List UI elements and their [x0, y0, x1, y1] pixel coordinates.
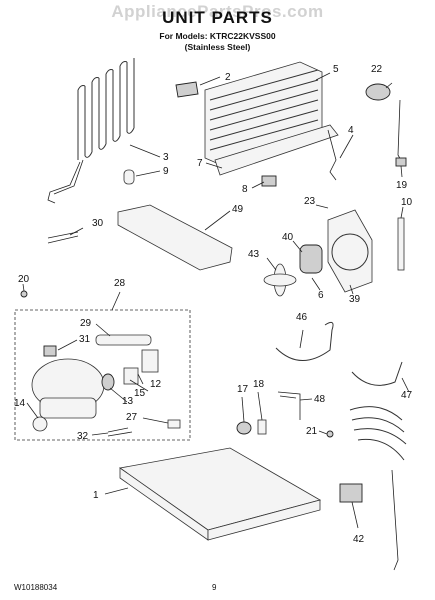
callout-15: 15	[134, 388, 146, 399]
callout-30: 30	[92, 218, 104, 229]
fan-motor	[299, 244, 323, 274]
callout-3: 3	[163, 152, 169, 163]
callout-14: 14	[14, 398, 26, 409]
fan-shroud	[327, 209, 373, 293]
callout-27: 27	[126, 412, 138, 423]
callout-4: 4	[348, 125, 354, 136]
watermark: AppliancePartsPros.com	[111, 2, 324, 21]
callout-43: 43	[248, 249, 260, 260]
callout-23: 23	[304, 196, 316, 207]
sensor-wire	[327, 129, 337, 181]
callout-39: 39	[349, 294, 361, 305]
bolt	[257, 419, 267, 435]
ground-screw	[326, 430, 334, 438]
drain-tray	[117, 204, 233, 271]
callout-13: 13	[122, 396, 134, 407]
page-title: UNIT PARTS	[162, 8, 273, 27]
callout-21: 21	[306, 426, 318, 437]
callout-42: 42	[353, 534, 365, 545]
screw	[20, 290, 28, 298]
callout-12: 12	[150, 379, 162, 390]
finish-line: (Stainless Steel)	[184, 42, 251, 52]
callout-18: 18	[253, 379, 265, 390]
bracket	[277, 391, 301, 420]
insulated-tube	[397, 217, 405, 271]
tubing	[351, 361, 403, 386]
overload	[141, 349, 159, 373]
callout-5: 5	[333, 64, 339, 75]
mount-grommet	[32, 416, 48, 432]
harness-plug	[339, 483, 363, 503]
drain-hose	[275, 321, 334, 361]
callout-28: 28	[114, 278, 126, 289]
callout-48: 48	[314, 394, 326, 405]
clip	[261, 175, 277, 187]
callout-31: 31	[79, 334, 91, 345]
jumper-wire	[107, 427, 133, 437]
callout-47: 47	[401, 390, 413, 401]
doc-number: W10188034	[14, 583, 58, 592]
callout-9: 9	[163, 166, 169, 177]
callout-46: 46	[296, 312, 308, 323]
callout-7: 7	[197, 158, 203, 169]
cap	[365, 83, 391, 101]
callout-2: 2	[225, 72, 231, 83]
fan-blade	[263, 263, 297, 297]
connector	[167, 419, 181, 429]
compressor-group-box	[14, 309, 191, 441]
callout-22: 22	[371, 64, 383, 75]
wire-harness	[339, 406, 407, 571]
condenser-coil	[47, 58, 135, 204]
callout-8: 8	[242, 184, 248, 195]
callout-labels: 2 3 9 5 7 8 4 22 19 10 23 49 30 20 40 43…	[14, 64, 413, 545]
grommet	[123, 169, 135, 185]
relay	[123, 367, 139, 385]
callout-17: 17	[237, 384, 249, 395]
callout-10: 10	[401, 197, 413, 208]
compressor	[31, 358, 105, 419]
base-pan	[118, 447, 322, 541]
callout-6: 6	[318, 290, 324, 301]
thermostat	[395, 157, 407, 167]
callout-19: 19	[396, 180, 408, 191]
insulation-pad	[175, 81, 199, 98]
callout-1: 1	[93, 490, 99, 501]
drain-trough	[214, 124, 339, 176]
grommet-small	[101, 373, 115, 391]
callout-29: 29	[80, 318, 92, 329]
model-line: For Models: KTRC22KVSS00	[159, 31, 276, 41]
power-cord	[47, 231, 79, 244]
spacer	[236, 421, 252, 435]
callout-40: 40	[282, 232, 294, 243]
page-number: 9	[212, 583, 217, 592]
leader-lines	[22, 72, 410, 529]
terminal-clip	[43, 345, 57, 357]
callout-20: 20	[18, 274, 30, 285]
callout-32: 32	[77, 431, 89, 442]
callout-49: 49	[232, 204, 244, 215]
thermostat-tube	[397, 99, 403, 163]
overload-relay	[95, 334, 152, 346]
